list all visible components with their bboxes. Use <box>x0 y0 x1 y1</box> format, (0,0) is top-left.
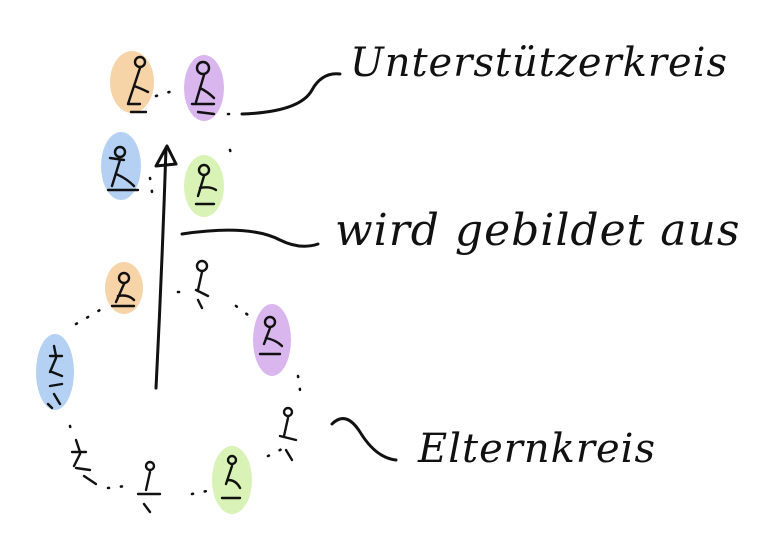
connector-dashes <box>68 290 302 496</box>
label-parent-circle: Elternkreis <box>418 426 656 472</box>
person-figure <box>106 145 140 192</box>
label-formed-from: wird gebildet aus <box>335 205 741 256</box>
person-figure <box>194 163 218 206</box>
person-figure <box>136 460 162 514</box>
formation-arrow <box>154 144 178 390</box>
person-figure <box>110 271 136 308</box>
leader-line-formed <box>180 228 320 248</box>
person-figure <box>258 315 284 356</box>
person-figure <box>278 406 298 462</box>
highlight-green <box>184 155 224 217</box>
person-figure <box>190 60 216 116</box>
person-figure <box>126 55 150 114</box>
leader-line-support <box>240 72 342 116</box>
leader-line-parent <box>330 417 398 462</box>
highlight-purple <box>184 55 224 121</box>
person-figure <box>194 259 210 310</box>
label-support-circle: Unterstützerkreis <box>350 40 728 86</box>
parent-circle <box>36 259 302 514</box>
person-figure <box>46 344 64 410</box>
person-figure <box>70 438 98 486</box>
person-figure <box>220 454 242 500</box>
support-circle <box>101 51 240 217</box>
